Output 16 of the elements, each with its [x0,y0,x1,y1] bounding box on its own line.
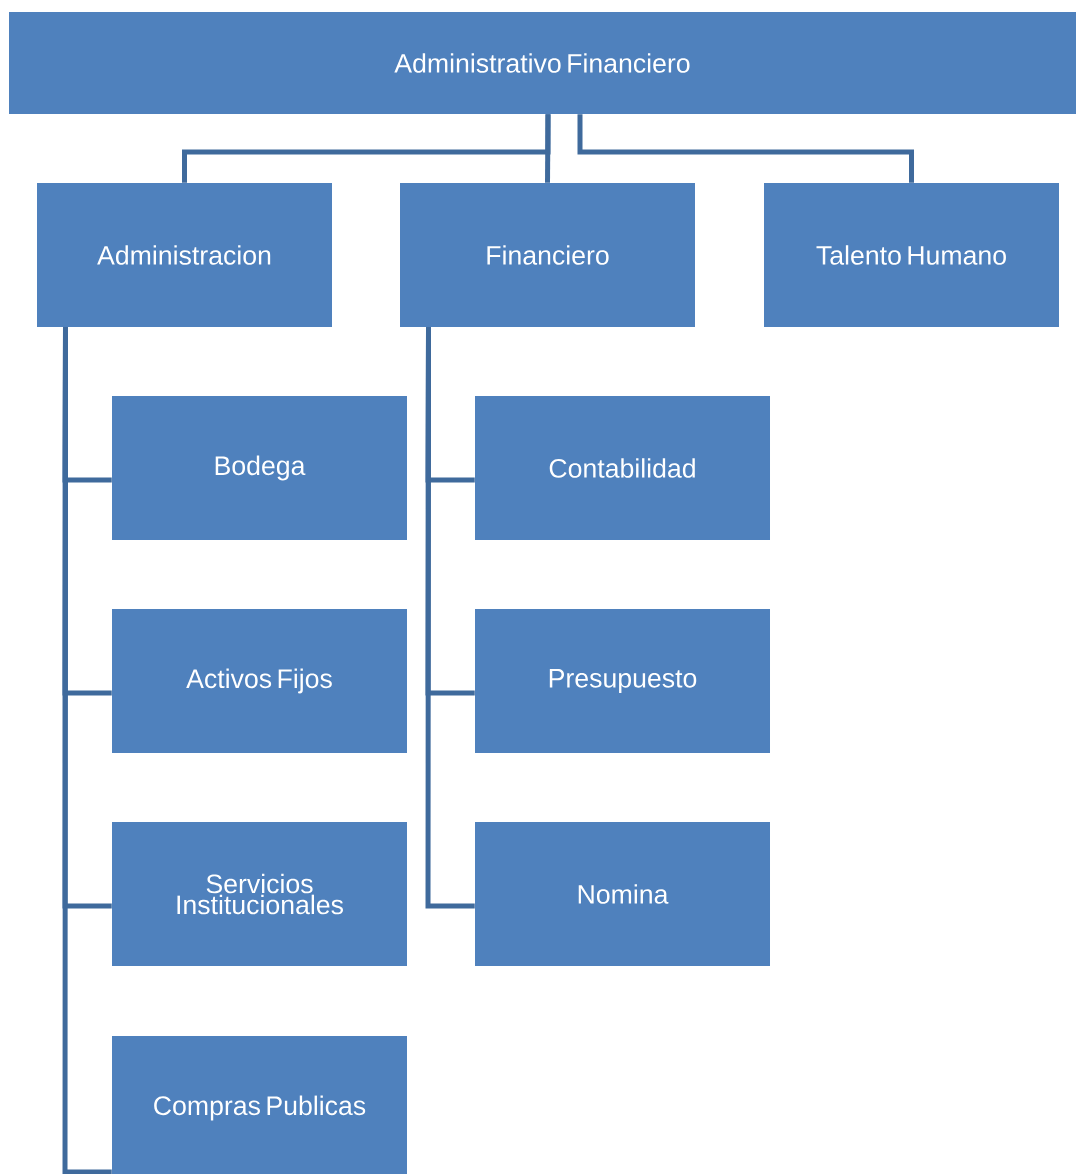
org-box: Contabilidad [475,396,770,540]
org-box: Compras Publicas [112,1036,407,1174]
org-box: Activos Fijos [112,609,407,753]
connector [577,114,914,183]
org-box: Administrativo Financiero [9,12,1076,114]
connector [425,327,475,909]
connector [182,114,551,183]
org-box: Bodega [112,396,407,540]
org-box: Servicios Institucionales [112,822,407,966]
connector [545,114,551,183]
org-box: Financiero [400,183,695,327]
org-box: Presupuesto [475,609,770,753]
org-box: Nomina [475,822,770,966]
org-box: Talento Humano [764,183,1059,327]
org-box: Administracion [37,183,332,327]
connector [62,327,112,1174]
